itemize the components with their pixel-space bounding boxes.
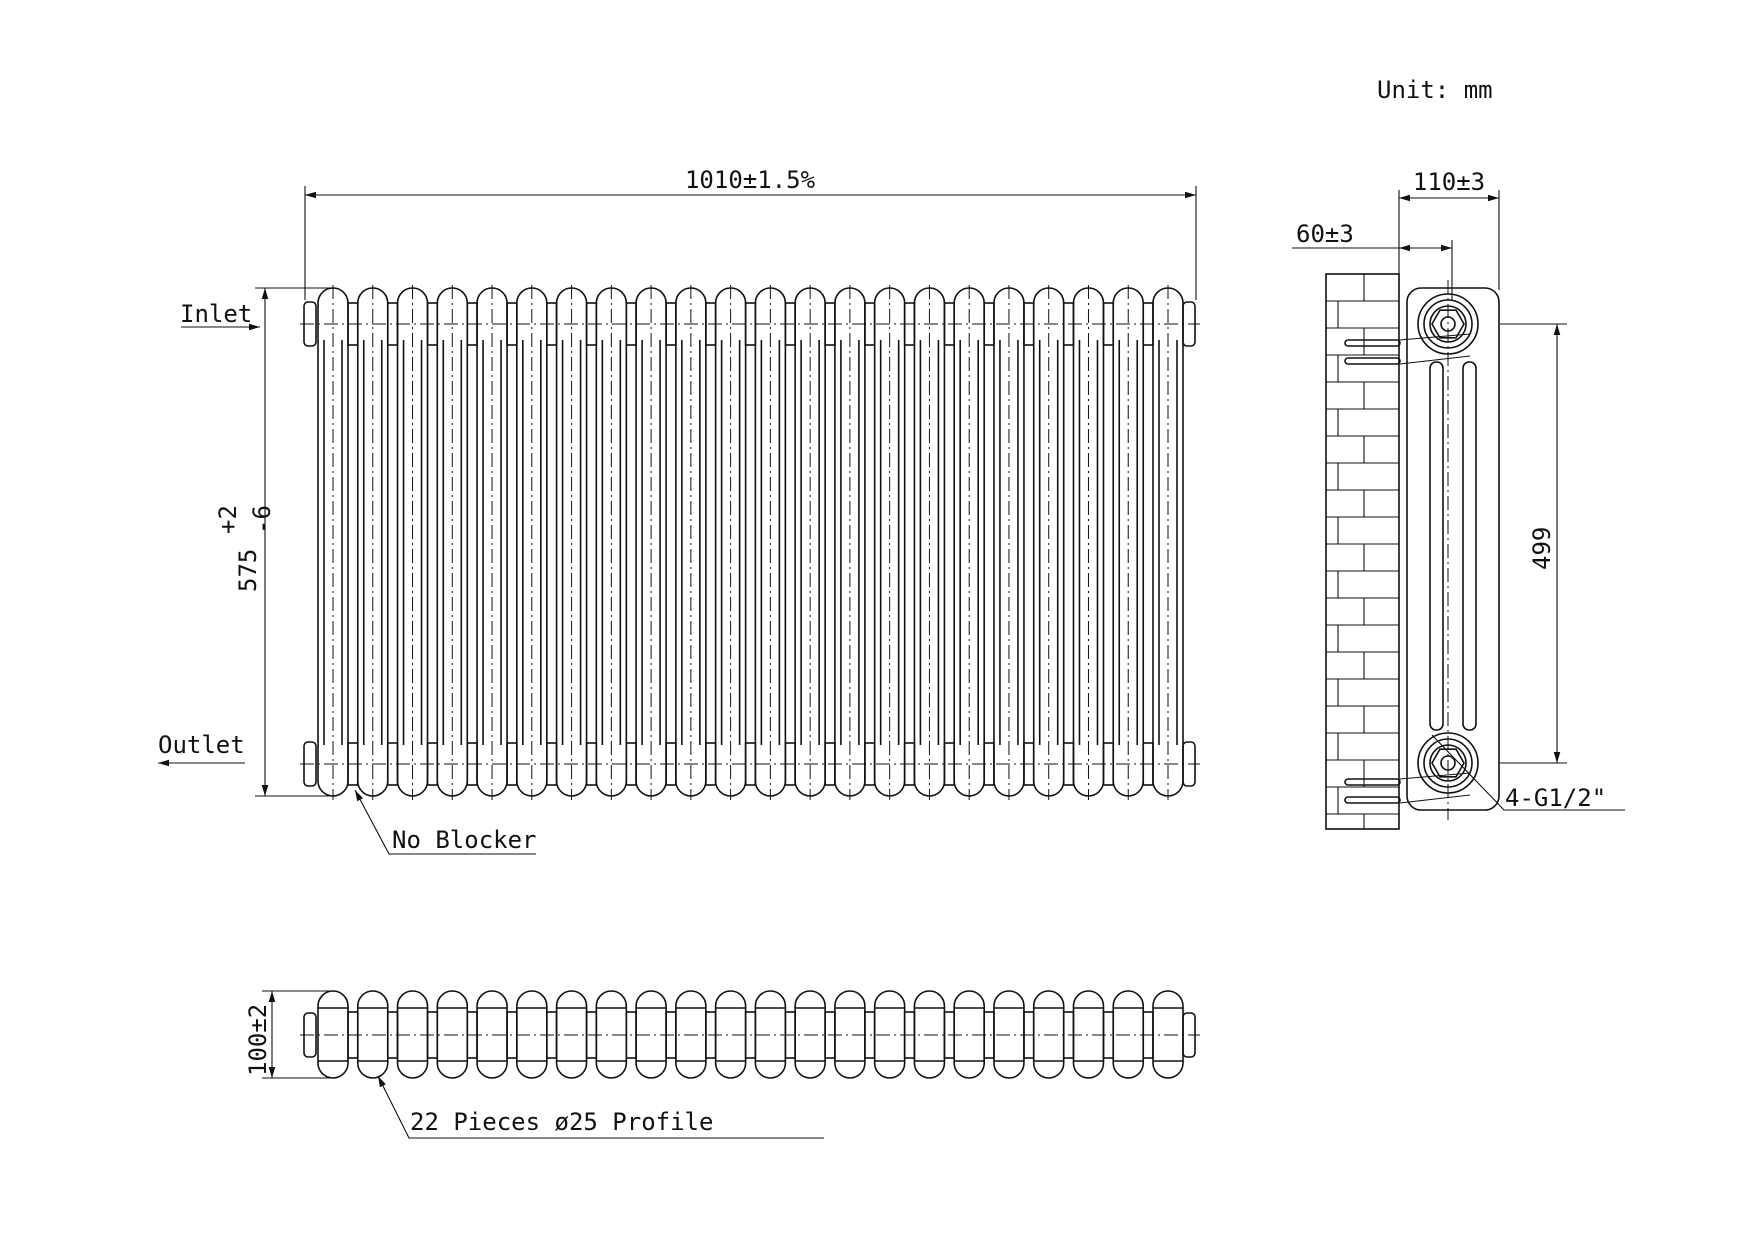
pipe-connection: [1417, 732, 1479, 794]
wall-bracket: [1344, 333, 1471, 365]
radiator-column: [1112, 285, 1154, 800]
profile-column: [1072, 990, 1115, 1079]
connection-leader: [1431, 734, 1625, 811]
radiator-column: [953, 285, 995, 800]
profile-column: [913, 990, 955, 1079]
radiator-column: [317, 285, 359, 800]
radiator-column: [754, 285, 796, 800]
radiator-column: [993, 285, 1035, 800]
profile-column: [555, 990, 598, 1079]
inlet-label: Inlet: [180, 300, 252, 328]
front-view: 1010±1.5% 575 +2 -6 Inlet Outlet No Bloc…: [158, 166, 1200, 855]
radiator-column: [635, 285, 677, 800]
radiator-column: [834, 285, 876, 800]
radiator-column: [476, 285, 518, 800]
pipe-connection: [1417, 293, 1479, 355]
radiator-column: [1032, 285, 1075, 800]
radiator-column: [516, 285, 558, 800]
no-blocker-leader: [354, 789, 536, 855]
profile-column: [396, 990, 439, 1079]
connection-label: 4-G1/2": [1505, 784, 1606, 812]
top-view: 100±2 22 Pieces ø25 Profile: [244, 990, 1200, 1139]
radiator-column: [1152, 285, 1184, 800]
radiator-column: [714, 285, 757, 800]
side-depth-dimension: 110±3: [1413, 168, 1485, 196]
height-dimension-main: 575: [234, 549, 262, 592]
profile-column: [714, 990, 757, 1079]
radiator-column: [873, 285, 916, 800]
wall-offset-dimension: 60±3: [1296, 220, 1354, 248]
height-dimension-tol-upper: +2: [214, 505, 242, 534]
profile-leader: [377, 1075, 824, 1139]
radiator-side-body: [1406, 287, 1500, 811]
height-dimension: 575 +2 -6: [214, 505, 276, 592]
wall-bracket: [1344, 772, 1471, 804]
height-dimension-tol-lower: -6: [248, 505, 276, 534]
profile-column: [436, 990, 478, 1079]
radiator-column: [794, 285, 836, 800]
radiator-column: [396, 285, 439, 800]
profile-column: [675, 990, 717, 1079]
radiator-column: [675, 285, 717, 800]
radiator-column: [436, 285, 478, 800]
centres-dimension: 499: [1528, 527, 1556, 570]
wall-brick: [1325, 273, 1400, 830]
profile-label: 22 Pieces ø25 Profile: [410, 1108, 713, 1136]
radiator-column: [595, 285, 637, 800]
radiator-column: [555, 285, 598, 800]
radiator-column: [913, 285, 955, 800]
unit-label: Unit: mm: [1377, 76, 1493, 104]
side-view: 110±3 60±3 499 4-G1/2": [1292, 168, 1625, 830]
no-blocker-label: No Blocker: [392, 826, 537, 854]
profile-column: [1152, 990, 1184, 1079]
outlet-label: Outlet: [158, 731, 245, 759]
width-dimension: 1010±1.5%: [685, 166, 816, 194]
radiator-column: [356, 285, 399, 800]
top-depth-dimension: 100±2: [244, 1004, 272, 1076]
radiator-column: [1072, 285, 1115, 800]
